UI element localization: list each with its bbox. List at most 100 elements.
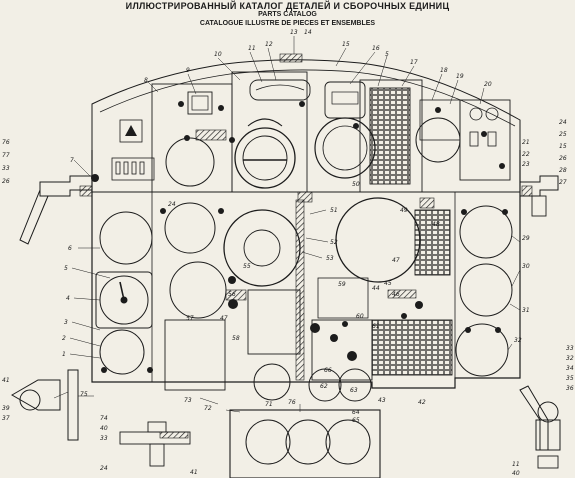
callout-28: 28 bbox=[559, 167, 567, 174]
title-english: PARTS CATALOG bbox=[258, 11, 317, 18]
callout-70: 76 bbox=[288, 399, 296, 406]
display-59 bbox=[317, 277, 369, 319]
placard-73 bbox=[164, 319, 226, 391]
callout-48: 48 bbox=[432, 221, 440, 228]
callout-22: 22 bbox=[522, 151, 530, 158]
panel-outline bbox=[91, 59, 521, 150]
callout-56: 56 bbox=[228, 291, 236, 298]
gauge-63 bbox=[338, 368, 372, 402]
gauge-20-b bbox=[485, 107, 499, 121]
gauge-9-inner bbox=[191, 95, 209, 111]
gauge-71 bbox=[253, 363, 291, 401]
callout-60: 60 bbox=[356, 313, 364, 320]
callout-41l: 41 bbox=[190, 469, 198, 476]
hatched-brackets bbox=[79, 53, 533, 439]
callout-37: 37 bbox=[2, 415, 10, 422]
glareshield-edge bbox=[99, 69, 516, 127]
callout-8: 8 bbox=[144, 77, 148, 84]
gauge-24 bbox=[164, 202, 216, 254]
gauge-55 bbox=[223, 209, 301, 287]
callout-19: 19 bbox=[456, 73, 464, 80]
gauge-57 bbox=[169, 261, 227, 319]
lower-console bbox=[229, 409, 381, 478]
title-french: CATALOGUE ILLUSTRE DE PIECES ET ENSEMBLE… bbox=[199, 20, 376, 27]
indicator-16-window bbox=[331, 91, 359, 105]
callout-24b: 24 bbox=[168, 201, 176, 208]
gauge-lower-b bbox=[285, 419, 331, 465]
gauge-2 bbox=[99, 329, 145, 375]
callout-58: 58 bbox=[232, 335, 240, 342]
callout-47b: 47 bbox=[392, 257, 400, 264]
callout-11b: 11 bbox=[512, 461, 520, 468]
callout-45: 45 bbox=[384, 280, 392, 287]
callout-49: 49 bbox=[400, 207, 408, 214]
callout-11: 11 bbox=[248, 45, 256, 52]
callout-5b: 5 bbox=[385, 51, 389, 58]
switch-20-b bbox=[487, 131, 497, 147]
callout-40l: 40 bbox=[100, 425, 108, 432]
callout-14: 14 bbox=[304, 29, 312, 36]
gauge-6 bbox=[99, 211, 153, 265]
switch-toggles-left bbox=[115, 161, 145, 175]
callout-21: 21 bbox=[522, 139, 530, 146]
callout-57: 57 bbox=[186, 315, 194, 322]
callout-53: 53 bbox=[326, 255, 334, 262]
indicator-triangle-box bbox=[119, 119, 143, 143]
callout-66: 66 bbox=[324, 367, 332, 374]
callout-20: 20 bbox=[484, 81, 492, 88]
gauge-4-needle bbox=[119, 281, 125, 301]
callout-32: 32 bbox=[514, 337, 522, 344]
attitude-indicator-inner bbox=[242, 135, 288, 181]
right-mount-arm bbox=[519, 385, 549, 451]
button-grid-17 bbox=[369, 87, 411, 185]
callout-31: 31 bbox=[522, 307, 530, 314]
callout-30: 30 bbox=[522, 263, 530, 270]
callout-51: 51 bbox=[330, 207, 338, 214]
callout-64: 64 bbox=[352, 409, 360, 416]
callout-2: 2 bbox=[62, 335, 66, 342]
callout-29: 29 bbox=[522, 235, 530, 242]
callout-73: 73 bbox=[184, 397, 192, 404]
gauge-9-round bbox=[165, 137, 215, 187]
upper-right-subpanel bbox=[359, 79, 423, 193]
callout-72: 72 bbox=[204, 405, 212, 412]
callout-74: 74 bbox=[100, 415, 108, 422]
callout-33: 33 bbox=[2, 165, 10, 172]
callout-25: 25 bbox=[559, 131, 567, 138]
callout-34: 34 bbox=[566, 365, 574, 372]
title-russian: ИЛЛЮСТРИРОВАННЫЙ КАТАЛОГ ДЕТАЛЕЙ И СБОРО… bbox=[125, 1, 450, 11]
callout-15r: 15 bbox=[559, 143, 567, 150]
right-mount-housing bbox=[535, 419, 561, 451]
callout-26: 26 bbox=[2, 178, 10, 185]
gauge-20-a bbox=[469, 107, 483, 121]
callout-23: 23 bbox=[522, 161, 530, 168]
gauge-lower-c bbox=[325, 419, 371, 465]
callout-15: 15 bbox=[342, 41, 350, 48]
callout-33r: 33 bbox=[566, 345, 574, 352]
callout-42: 42 bbox=[418, 399, 426, 406]
gauge-62 bbox=[308, 368, 342, 402]
callout-63: 63 bbox=[350, 387, 358, 394]
callout-44: 44 bbox=[372, 285, 380, 292]
callout-5: 5 bbox=[64, 265, 68, 272]
callout-18: 18 bbox=[440, 67, 448, 74]
gauge-4-bezel bbox=[95, 271, 153, 329]
left-mount-assembly bbox=[10, 379, 61, 411]
callout-27: 27 bbox=[559, 179, 567, 186]
placard-58 bbox=[247, 289, 301, 355]
callout-41: 41 bbox=[2, 377, 10, 384]
callout-59: 59 bbox=[338, 281, 346, 288]
callout-46: 46 bbox=[392, 291, 400, 298]
callout-12: 12 bbox=[265, 41, 273, 48]
right-mount-foot bbox=[537, 455, 559, 469]
callout-17: 17 bbox=[410, 59, 418, 66]
callout-75: 75 bbox=[80, 391, 88, 398]
callout-62: 62 bbox=[320, 383, 328, 390]
callout-71: 71 bbox=[265, 401, 273, 408]
callout-7: 7 bbox=[70, 157, 74, 164]
gauge-55-inner bbox=[243, 229, 281, 267]
callout-61: 61 bbox=[372, 323, 380, 330]
gauge-9-square bbox=[187, 91, 213, 115]
callout-13: 13 bbox=[290, 29, 298, 36]
switch-row-left bbox=[111, 157, 155, 181]
